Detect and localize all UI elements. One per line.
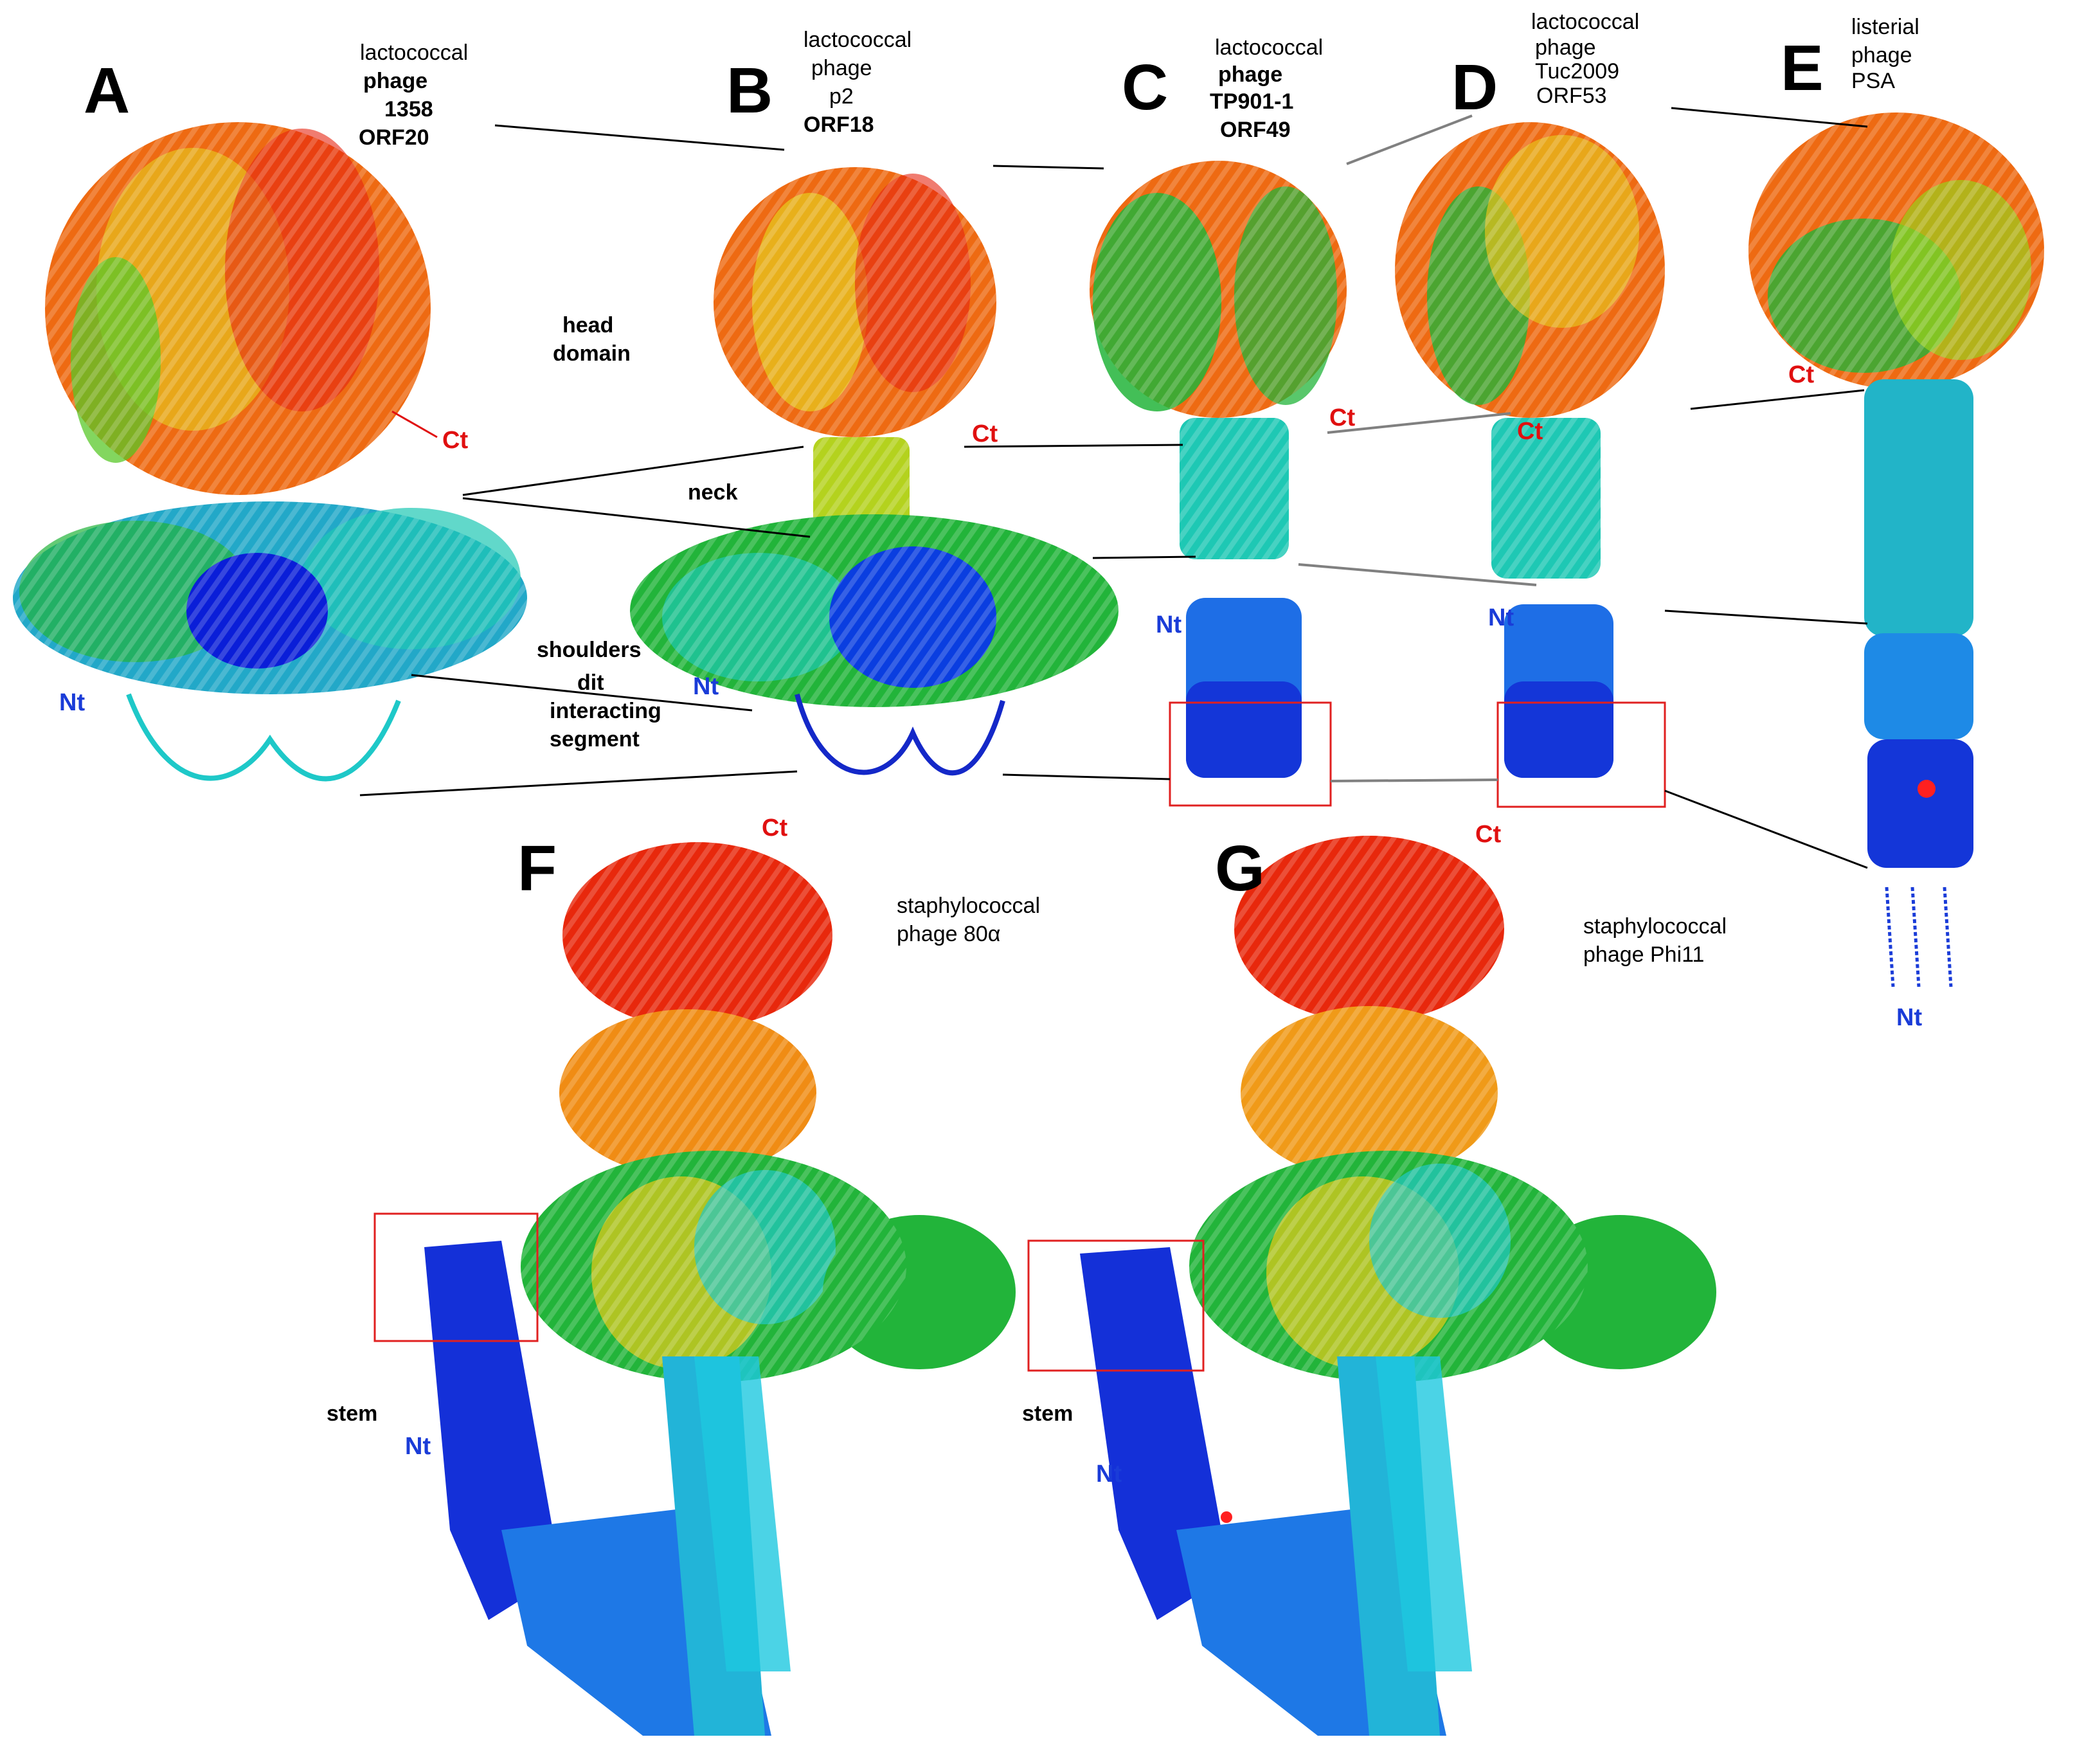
region-labels: head domain neck shoulders dit interacti… — [537, 313, 738, 752]
panel-d-caption-3: Tuc2009 — [1535, 59, 1619, 84]
panel-b-caption-1: lactococcal — [804, 28, 912, 52]
panel-g-letter: G — [1215, 833, 1265, 905]
panel-c-ct-label: Ct — [1329, 404, 1355, 431]
panel-c-caption-2: phage — [1218, 62, 1282, 87]
panel-a-caption-3: 1358 — [384, 97, 433, 122]
panel-e-letter: E — [1781, 32, 1824, 104]
panel-e-caption-3: PSA — [1851, 69, 1895, 93]
panel-g-caption-2: phage Phi11 — [1583, 942, 1704, 967]
panel-a-ct-pointer — [391, 410, 438, 438]
panel-b-ct-label: Ct — [972, 420, 998, 447]
panel-a: A lactococcal phage 1358 ORF20 Ct Nt — [13, 40, 527, 782]
panel-b: B lactococcal phage p2 ORF18 Ct Nt — [630, 28, 1118, 776]
panel-d-letter: D — [1451, 51, 1498, 123]
connector-lines — [359, 107, 1868, 869]
panel-a-ct-label: Ct — [442, 427, 468, 454]
dit-segment-label-2: interacting — [550, 699, 661, 723]
panel-d-nt-label: Nt — [1488, 604, 1514, 631]
panel-a-dit-segment — [126, 693, 401, 782]
panel-g-structure — [1080, 836, 1716, 1736]
panel-a-caption-1: lactococcal — [360, 40, 468, 65]
panel-b-nt-label: Nt — [693, 673, 719, 700]
panel-f-nt-label: Nt — [405, 1433, 431, 1460]
panel-g-highlight-box — [1027, 1239, 1205, 1372]
panel-d-ct-label: Ct — [1517, 418, 1543, 445]
panel-c-highlight-box — [1169, 701, 1332, 807]
panel-b-caption-4: ORF18 — [804, 113, 874, 137]
panel-g: G staphylococcal phage Phi11 Ct stem Nt — [1022, 821, 1727, 1736]
panel-a-caption-2: phage — [363, 69, 427, 93]
panel-a-letter: A — [84, 55, 130, 127]
panel-d-caption-2: phage — [1535, 35, 1596, 60]
panel-b-caption-2: phage — [811, 56, 872, 80]
panel-e-nt-label: Nt — [1896, 1004, 1922, 1031]
panel-e-ion — [1918, 780, 1936, 798]
head-domain-label-2: domain — [553, 341, 631, 366]
panel-d-caption-1: lactococcal — [1531, 10, 1639, 34]
panel-d-highlight-box — [1496, 701, 1666, 808]
panel-e-stem — [1864, 633, 1973, 739]
panel-f-structure — [424, 842, 1016, 1736]
panel-g-caption-1: staphylococcal — [1583, 914, 1727, 939]
panel-f-caption-2: phage 80α — [897, 922, 1000, 946]
neck-label: neck — [688, 480, 738, 505]
panel-c: C lactococcal phage TP901-1 ORF49 Ct Nt — [1090, 35, 1355, 807]
head-domain-label-1: head — [562, 313, 613, 338]
panel-g-nt-label: Nt — [1096, 1461, 1122, 1488]
panel-e: E listerial phage PSA Ct Nt — [1748, 15, 2044, 1031]
panel-c-caption-1: lactococcal — [1215, 35, 1323, 60]
panel-d-structure — [1395, 122, 1665, 778]
dit-segment-label-3: segment — [550, 727, 640, 752]
panel-c-caption-4: ORF49 — [1220, 118, 1291, 142]
panel-g-ct-label: Ct — [1475, 821, 1501, 848]
panel-e-structure — [1748, 113, 2044, 987]
panel-f: F staphylococcal phage 80α Ct stem Nt — [327, 815, 1040, 1736]
panel-a-nt-label: Nt — [59, 689, 85, 716]
panel-c-nt-label: Nt — [1156, 611, 1181, 638]
panel-a-structure — [13, 122, 527, 782]
panel-f-highlight-box — [373, 1212, 539, 1342]
panel-f-ct-label: Ct — [762, 815, 787, 842]
panel-c-caption-3: TP901-1 — [1210, 89, 1293, 114]
panel-e-coiled-coil — [1864, 379, 1973, 636]
panel-f-stem-label: stem — [327, 1401, 377, 1426]
panel-f-letter: F — [517, 833, 557, 905]
panel-b-caption-3: p2 — [829, 84, 854, 109]
panel-c-letter: C — [1122, 51, 1168, 123]
panel-b-dit-segment — [795, 693, 1005, 776]
panel-a-caption-4: ORF20 — [359, 125, 429, 150]
shoulders-label: shoulders — [537, 638, 641, 662]
panel-b-letter: B — [726, 55, 773, 127]
panel-d-caption-4: ORF53 — [1536, 84, 1607, 108]
panel-g-stem-label: stem — [1022, 1401, 1073, 1426]
panel-e-ct-label: Ct — [1788, 361, 1814, 388]
panel-b-structure — [630, 167, 1118, 776]
panel-d: D lactococcal phage Tuc2009 ORF53 Ct Nt — [1395, 10, 1666, 808]
dit-segment-label-1: dit — [577, 670, 604, 695]
panel-e-caption-2: phage — [1851, 43, 1912, 68]
panel-e-caption-1: listerial — [1851, 15, 1919, 39]
panel-c-structure — [1090, 161, 1347, 778]
panel-f-caption-1: staphylococcal — [897, 894, 1040, 918]
